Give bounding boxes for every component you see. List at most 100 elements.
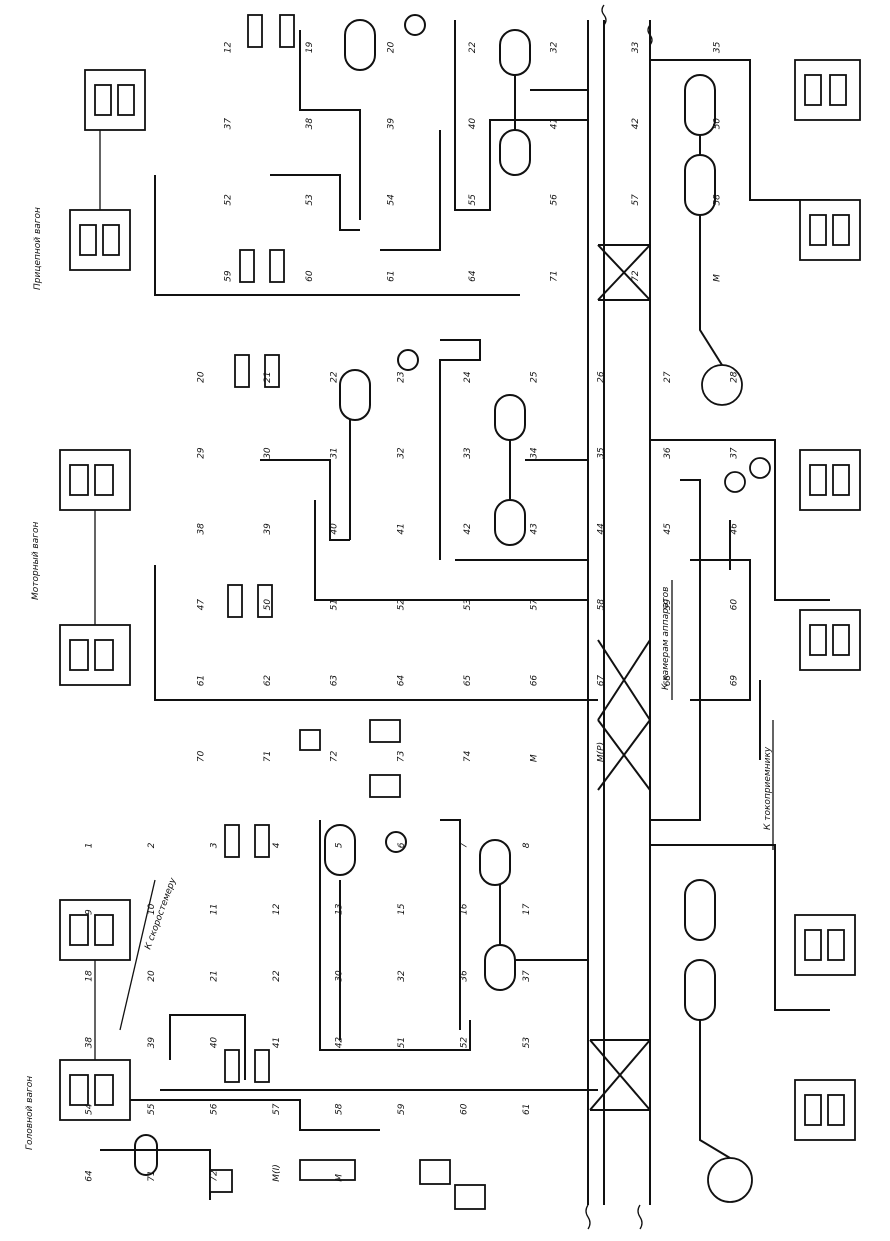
part-number-label: 71 — [549, 270, 559, 281]
reservoirs — [134, 14, 716, 1176]
part-number-label: 54 — [84, 1103, 94, 1115]
part-number-label: 12 — [224, 41, 234, 53]
part-number-label: 34 — [530, 447, 540, 459]
part-number-label: 19 — [305, 41, 315, 53]
part-number-label: 5 — [334, 842, 344, 848]
part-number-label: 1 — [84, 843, 94, 849]
part-number-label: 73 — [396, 750, 406, 762]
part-number-label: 35 — [712, 41, 722, 53]
part-number-label: 63 — [330, 675, 340, 687]
to-pantograph-annotation: К токоприемнику — [763, 746, 773, 830]
part-number-label: 8 — [522, 842, 532, 848]
part-number-label: 7 — [459, 842, 469, 848]
part-number-label: 57 — [631, 194, 641, 206]
part-number-label: 64 — [396, 675, 406, 687]
part-number-label: 3 — [209, 842, 219, 848]
part-number-label: М(Р) — [596, 742, 606, 762]
part-number-label: 52 — [396, 599, 406, 611]
part-number-label: 22 — [330, 371, 340, 383]
part-number-label: 40 — [209, 1037, 219, 1049]
part-number-label: 10 — [147, 903, 157, 915]
part-number-label: 64 — [468, 270, 478, 282]
part-number-label: 51 — [330, 599, 340, 610]
motor-car-bogies-left — [59, 449, 131, 686]
part-number-label: 2 — [147, 842, 157, 848]
part-number-label: 20 — [147, 970, 157, 982]
part-number-label: 32 — [397, 970, 407, 982]
part-number-label: 21 — [263, 371, 273, 382]
part-number-label: 40 — [468, 118, 478, 130]
part-number-label: 67 — [596, 675, 606, 687]
part-number-label: 36 — [459, 970, 469, 982]
part-number-label: 41 — [272, 1037, 282, 1048]
part-number-label: 60 — [459, 1103, 469, 1115]
part-number-label: 25 — [530, 371, 540, 383]
brake-cylinder-lines — [154, 59, 830, 1091]
part-number-label: 55 — [147, 1103, 157, 1115]
part-number-label: 12 — [272, 903, 282, 915]
part-number-label: 45 — [663, 523, 673, 535]
part-number-label: 46 — [730, 523, 740, 535]
part-number-label: 54 — [387, 194, 397, 206]
part-number-label: 30 — [263, 447, 273, 459]
part-number-label: 51 — [397, 1037, 407, 1048]
part-number-label: 61 — [387, 270, 397, 281]
part-number-label: 13 — [334, 903, 344, 915]
part-number-label: 58 — [334, 1103, 344, 1115]
part-number-label: 16 — [459, 903, 469, 915]
part-number-label: 59 — [224, 270, 234, 282]
part-number-label: 40 — [330, 523, 340, 535]
part-number-label: 58 — [596, 599, 606, 611]
part-number-label: 74 — [463, 750, 473, 762]
part-number-label: 29 — [196, 447, 206, 459]
part-number-label: 38 — [84, 1037, 94, 1049]
part-number-label: 53 — [522, 1037, 532, 1049]
part-number-label: 50 — [712, 118, 722, 130]
part-number-label: 37 — [522, 970, 532, 982]
trailer-car-bogies-left — [69, 69, 146, 271]
part-number-label: 60 — [305, 270, 315, 282]
part-number-label: 56 — [549, 194, 559, 206]
part-number-label: 35 — [596, 447, 606, 459]
part-number-label: 24 — [463, 371, 473, 383]
part-number-label: 39 — [263, 523, 273, 535]
part-number-label: 41 — [549, 118, 559, 129]
part-number-label: 21 — [209, 970, 219, 981]
part-number-label: 65 — [463, 675, 473, 687]
car-internal-pipes — [100, 20, 761, 1200]
part-number-label: 31 — [330, 447, 340, 458]
head-car-bogies-left — [59, 899, 131, 1121]
part-number-label: 37 — [730, 447, 740, 459]
part-number-label: 71 — [147, 1170, 157, 1181]
part-number-label: 57 — [272, 1103, 282, 1115]
part-number-label: 11 — [209, 904, 219, 915]
part-number-label: 59 — [663, 599, 673, 611]
part-number-label: 61 — [196, 675, 206, 686]
part-number-label: 23 — [396, 371, 406, 383]
part-number-label: 32 — [549, 41, 559, 53]
part-number-label: 9 — [84, 909, 94, 915]
part-number-label: 47 — [196, 599, 206, 611]
part-number-label: 58 — [712, 194, 722, 206]
part-number-label: 53 — [305, 194, 315, 206]
head-car-label: Головной вагон — [25, 1076, 35, 1150]
part-number-label: 30 — [334, 970, 344, 982]
motor-car-label: Моторный вагон — [31, 522, 41, 600]
part-number-label: 57 — [530, 599, 540, 611]
part-number-label: 56 — [209, 1103, 219, 1115]
part-number-label: 44 — [596, 523, 606, 535]
part-number-label: 22 — [272, 970, 282, 982]
part-number-label: 72 — [330, 750, 340, 762]
part-number-label: 42 — [463, 523, 473, 535]
compressors — [701, 364, 771, 1203]
part-number-label: 22 — [468, 41, 478, 53]
part-number-label: 20 — [387, 41, 397, 53]
part-number-label: 42 — [334, 1037, 344, 1049]
part-number-label: 41 — [396, 523, 406, 534]
part-number-label: 33 — [631, 41, 641, 53]
part-number-label: 66 — [530, 675, 540, 687]
part-number-label: 38 — [305, 118, 315, 130]
part-number-label: 69 — [730, 675, 740, 687]
part-number-label: 62 — [263, 675, 273, 687]
